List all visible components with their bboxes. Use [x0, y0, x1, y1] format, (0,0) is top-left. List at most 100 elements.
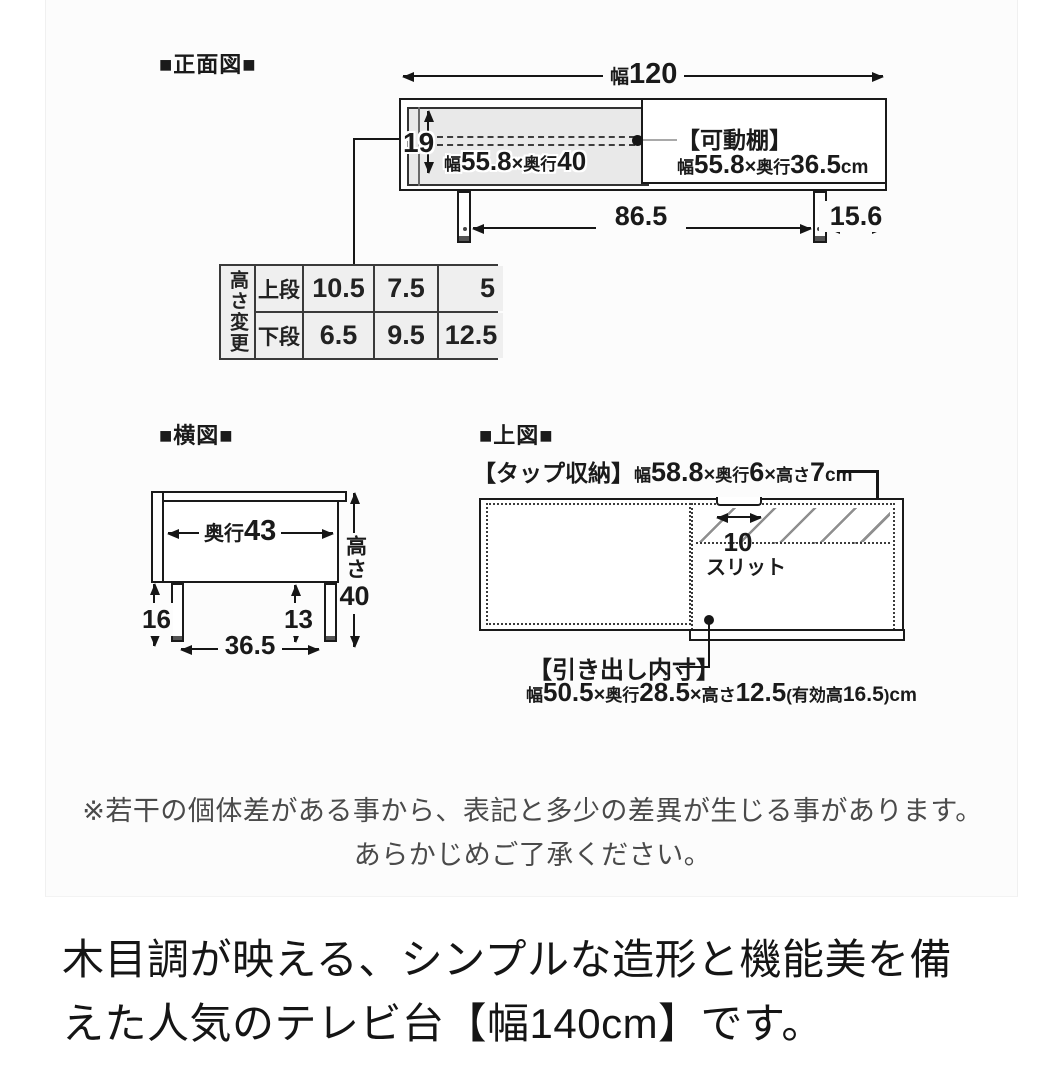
movable-shelf-title: 【可動棚】 — [677, 127, 792, 153]
shelf-w-label: 幅 — [677, 158, 694, 177]
shelf-w: 55.8 — [694, 149, 745, 179]
drawer-d: 28.5 — [639, 677, 690, 707]
front-leg-span-label: 86.5 — [596, 201, 686, 232]
drawer-w-label: 幅 — [526, 686, 543, 705]
front-leg-left-foot — [459, 236, 469, 241]
disclaimer: ※若干の個体差がある事から、表記と多少の差異が生じる事があります。 あらかじめご… — [46, 789, 1019, 877]
side-leg-right — [324, 583, 337, 642]
front-shelf-pointer-line — [643, 139, 677, 141]
front-pitch-arrow — [424, 110, 435, 174]
height-table-header: 高さ変更 — [221, 266, 254, 358]
height-table: 高さ変更 上段 10.5 7.5 5 下段 6.5 9.5 12.5 — [219, 264, 503, 360]
slit-label: スリット — [706, 557, 786, 579]
front-leg-right-foot — [815, 236, 825, 241]
front-leg-left — [457, 191, 471, 243]
tap-w-label: 幅 — [634, 466, 651, 485]
tap-unit: cm — [825, 465, 853, 486]
interior-d-label: 奥行 — [523, 155, 558, 174]
front-width-prefix: 幅 — [610, 67, 630, 88]
drawer-eff-open: (有効高 — [786, 686, 843, 705]
side-depth-value: 43 — [244, 515, 277, 547]
top-view-title: ■上図■ — [479, 423, 554, 448]
tap-w: 58.8 — [651, 457, 704, 487]
drawer-title: 【引き出し内寸】 — [528, 657, 720, 684]
tap-times1: × — [703, 464, 716, 486]
top-door-lip — [689, 629, 905, 641]
front-leg-left-screw — [463, 227, 467, 231]
front-offset-label: 15.6 — [819, 201, 893, 232]
height-table-cell: 7.5 — [375, 266, 437, 311]
drawer-d-label: 奥行 — [605, 686, 640, 705]
interior-times: × — [511, 153, 524, 175]
tap-h-label: 高さ — [775, 466, 810, 485]
table-connector-vertical — [353, 138, 355, 264]
tap-storage-title: 【タップ収納】 — [473, 460, 634, 486]
drawer-eff: 16.5 — [842, 683, 884, 706]
height-table-row2-label: 下段 — [256, 313, 302, 358]
disclaimer-line2: あらかじめご了承ください。 — [353, 840, 712, 870]
product-description: 木目調が映える、シンプルな造形と機能美を備 えた人気のテレビ台【幅140cm】で… — [62, 928, 1022, 1056]
description-line1: 木目調が映える、シンプルな造形と機能美を備 — [62, 936, 952, 983]
front-shelf-dash-top — [437, 136, 635, 138]
interior-w: 55.8 — [461, 146, 512, 176]
interior-d: 40 — [557, 146, 587, 176]
height-table-cell: 12.5 — [439, 313, 503, 358]
side-view-title: ■横図■ — [159, 423, 234, 448]
slit-width-label: 10 — [723, 527, 753, 557]
front-shelf-dot — [632, 135, 643, 146]
side-clearance-label: 13 — [282, 603, 315, 636]
top-handle-notch — [716, 497, 762, 506]
side-height-value: 40 — [339, 581, 370, 611]
front-width-value: 120 — [629, 58, 678, 90]
front-pitch-label: 19 — [403, 127, 435, 158]
side-leg-span-label: 36.5 — [218, 630, 282, 661]
side-height-prefix: 高さ — [343, 535, 367, 581]
drawer-pointer-horizontal — [679, 666, 710, 668]
drawer-h-label: 高さ — [701, 686, 736, 705]
side-depth-prefix: 奥行 — [204, 523, 244, 545]
disclaimer-line1: ※若干の個体差がある事から、表記と多少の差異が生じる事があります。 — [82, 796, 983, 826]
top-interior-dotted-left — [486, 503, 691, 625]
shelf-d-label: 奥行 — [756, 158, 791, 177]
shelf-unit: cm — [840, 157, 869, 178]
drawer-times1: × — [593, 684, 606, 706]
tap-pointer-vertical — [876, 470, 879, 510]
table-connector-horizontal — [353, 138, 399, 140]
shelf-d: 36.5 — [790, 149, 841, 179]
drawer-times2: × — [689, 684, 702, 706]
front-right-door-panel — [641, 98, 887, 184]
height-table-cell: 5 — [439, 266, 503, 311]
front-shelf-dash-bottom — [437, 144, 635, 146]
front-view-title: ■正面図■ — [159, 52, 257, 77]
drawer-w: 50.5 — [543, 677, 594, 707]
tap-pointer-horizontal — [837, 470, 879, 473]
height-table-cell: 9.5 — [375, 313, 437, 358]
height-table-row1-label: 上段 — [256, 266, 302, 311]
drawer-pointer-vertical — [708, 619, 710, 668]
drawer-unit: cm — [889, 685, 917, 706]
height-table-cell: 10.5 — [304, 266, 373, 311]
side-leg-right-foot — [326, 636, 335, 640]
side-height-label: 高さ 40 — [339, 533, 370, 614]
side-leg-left — [171, 583, 184, 642]
drawer-h: 12.5 — [735, 677, 787, 707]
interior-w-label: 幅 — [444, 155, 461, 174]
front-door-edge-line — [418, 107, 420, 186]
description-line2: えた人気のテレビ台【幅140cm】です。 — [62, 1000, 824, 1047]
shelf-times: × — [744, 156, 757, 178]
slit-width-arrow — [716, 513, 762, 524]
tap-h: 7 — [809, 457, 825, 487]
front-sliding-door-shaded — [407, 107, 649, 186]
tap-d: 6 — [749, 457, 765, 487]
